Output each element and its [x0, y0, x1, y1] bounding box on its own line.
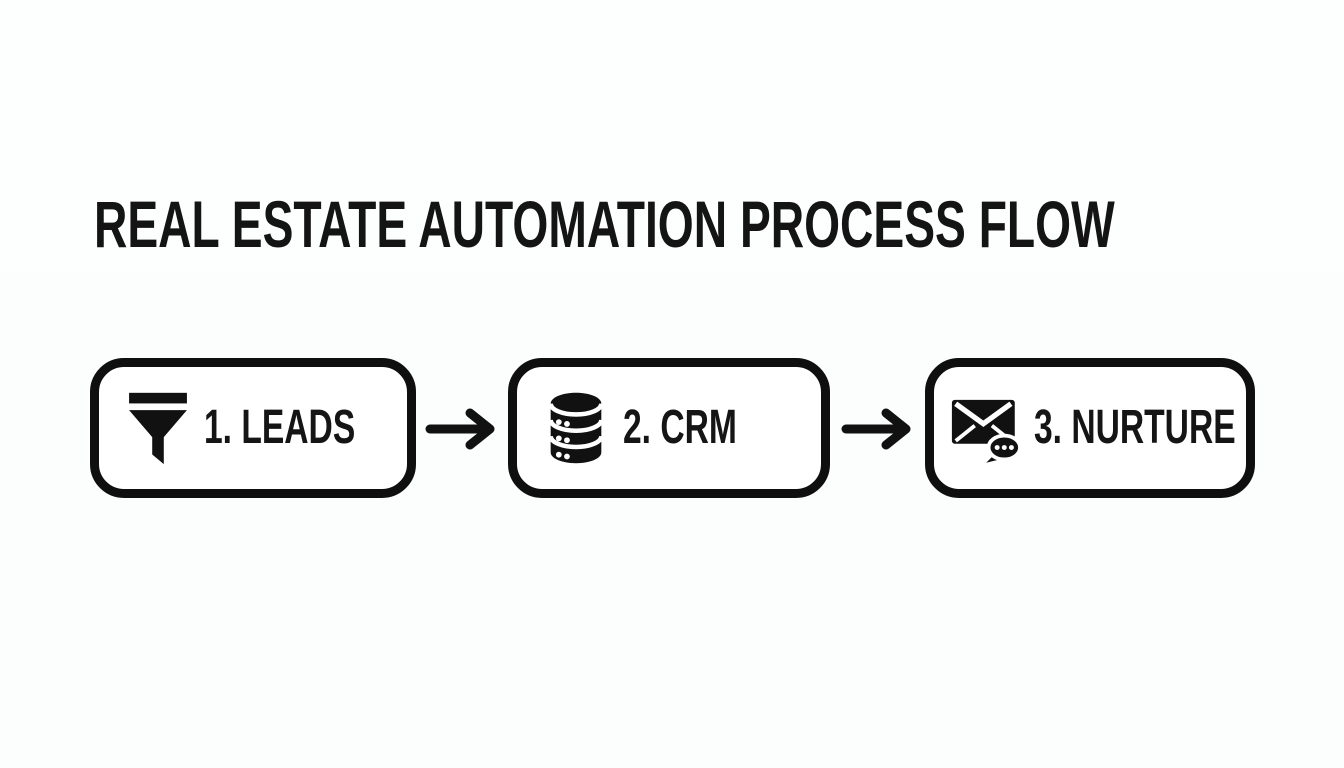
funnel-icon [129, 392, 187, 464]
flow-step-nurture: 3. NURTURE [925, 358, 1255, 498]
mail-chat-icon [951, 399, 1022, 463]
page-title: REAL ESTATE AUTOMATION PROCESS FLOW [94, 187, 1115, 261]
flow-step-crm: 2. CRM [508, 358, 830, 498]
arrow-right-icon [425, 408, 495, 450]
step-label-leads: 1. LEADS [204, 401, 356, 454]
flow-step-leads: 1. LEADS [90, 358, 416, 498]
step-label-crm: 2. CRM [623, 401, 737, 454]
database-icon [548, 392, 604, 464]
arrow-right-icon [841, 408, 911, 450]
step-label-nurture: 3. NURTURE [1034, 401, 1236, 454]
